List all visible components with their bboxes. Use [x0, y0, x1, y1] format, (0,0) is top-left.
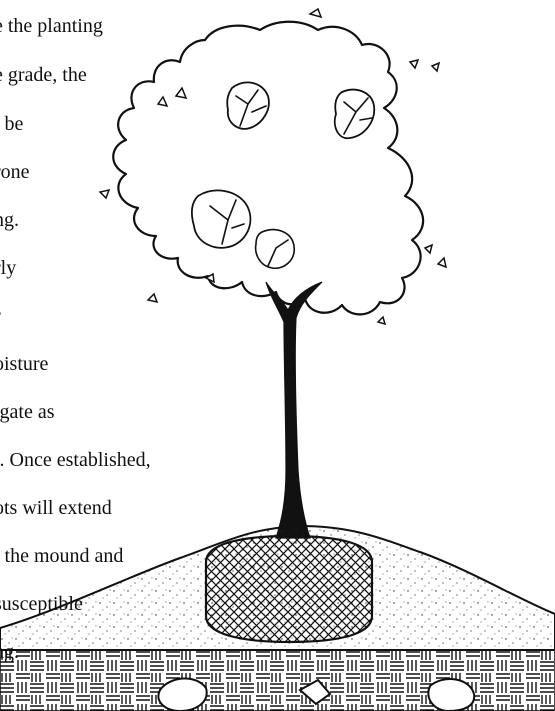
text-line: oisture: [0, 352, 48, 376]
canopy-opening-3: [192, 190, 250, 247]
text-line: l be: [0, 112, 23, 136]
text-line: e grade, the: [0, 63, 87, 87]
text-line: l the mound and: [0, 544, 123, 568]
text-line: ng.: [0, 208, 19, 232]
text-line: e the planting: [0, 14, 103, 38]
root-ball: [206, 536, 372, 642]
text-line: susceptible: [0, 592, 83, 616]
text-line: ots will extend: [0, 496, 112, 520]
text-line: rone: [0, 160, 30, 184]
text-line: rly: [0, 256, 16, 280]
text-line: igate as: [0, 400, 55, 424]
tree-canopy: [113, 22, 423, 315]
text-line: r: [0, 304, 1, 328]
text-line: l. Once established,: [0, 448, 151, 472]
text-line: ng.: [0, 640, 19, 664]
tree-trunk: [266, 282, 322, 538]
